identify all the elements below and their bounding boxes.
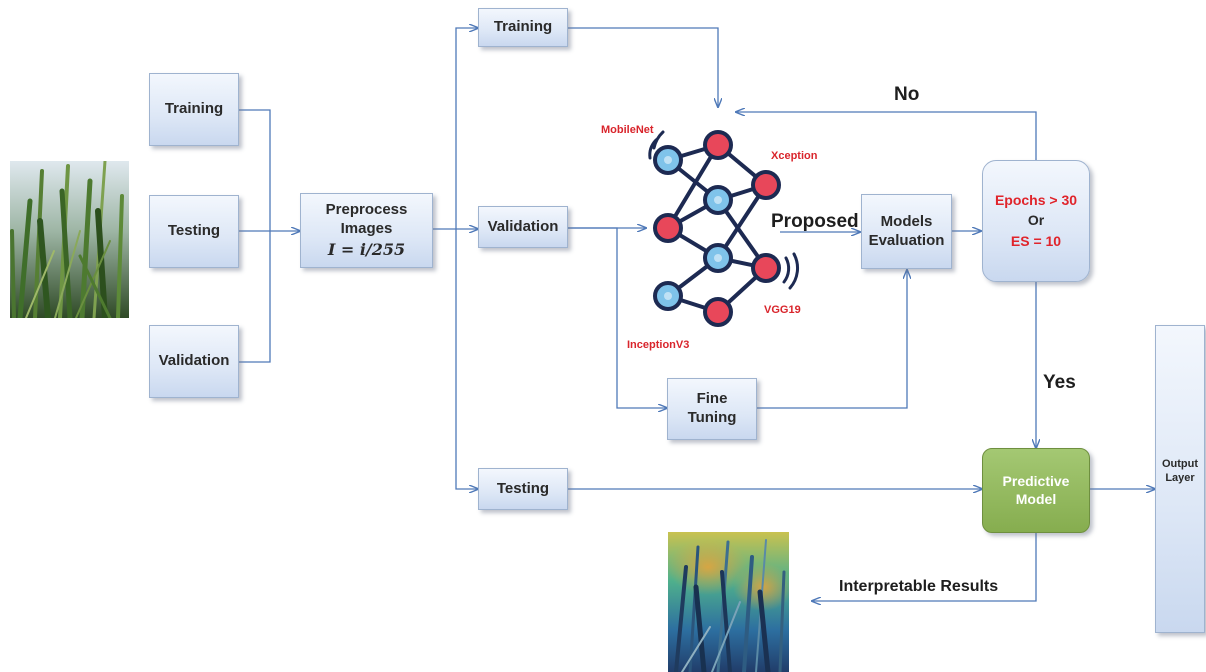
connector-trunk-to-testing <box>455 229 478 489</box>
normalization-formula: I = i/255 <box>327 240 406 260</box>
connector-finetuning-to-evaluation <box>757 270 907 409</box>
branch-validation-box: Validation <box>478 206 568 248</box>
network-node-input-2 <box>653 213 683 243</box>
vgg19-label: VGG19 <box>764 304 801 316</box>
output-layer-box: Output Layer <box>1155 325 1205 633</box>
models-evaluation-box: Models Evaluation <box>861 194 952 269</box>
split-validation-label: Validation <box>158 352 230 370</box>
preprocess-title-line1: Preprocess <box>325 200 408 218</box>
yes-label: Yes <box>1043 372 1076 393</box>
branch-validation-label: Validation <box>487 217 559 235</box>
models-evaluation-line2: Evaluation <box>868 231 945 249</box>
connector-no-loop <box>736 112 1037 160</box>
inceptionv3-label: InceptionV3 <box>627 339 690 351</box>
connector-trunk-to-training <box>455 28 478 229</box>
wheat-image-graphic <box>10 161 129 318</box>
connector-training-to-network <box>568 27 718 107</box>
connector-validation-to-preprocess <box>238 231 271 363</box>
fine-tuning-box: Fine Tuning <box>667 378 757 440</box>
early-stopping-condition: ES = 10 <box>1010 232 1062 249</box>
or-label: Or <box>1027 212 1045 229</box>
mobilenet-label: MobileNet <box>601 124 654 136</box>
heatmap-result-image <box>668 532 789 672</box>
signal-wave-right-icon <box>782 256 791 284</box>
preprocess-title-line2: Images <box>340 219 393 237</box>
split-testing-box: Testing <box>149 195 239 268</box>
models-evaluation-line1: Models <box>880 212 933 230</box>
network-node-hidden-4 <box>703 297 733 327</box>
connector-training-to-preprocess <box>238 109 271 231</box>
network-node-output-2 <box>751 253 781 283</box>
predictive-model-line1: Predictive <box>1002 473 1070 489</box>
predictive-model-box: Predictive Model <box>982 448 1090 533</box>
interpretable-results-label: Interpretable Results <box>839 578 999 595</box>
network-node-output-1 <box>751 170 781 200</box>
branch-training-label: Training <box>493 18 553 36</box>
branch-training-box: Training <box>478 8 568 47</box>
split-training-label: Training <box>164 100 224 118</box>
output-layer-line1: Output <box>1161 458 1199 470</box>
preprocess-box: Preprocess Images I = i/255 <box>300 193 433 268</box>
connector-predictive-to-results <box>812 533 1037 601</box>
input-wheat-image <box>10 161 129 318</box>
network-node-hidden-1 <box>703 130 733 160</box>
split-training-box: Training <box>149 73 239 146</box>
branch-testing-box: Testing <box>478 468 568 510</box>
split-testing-label: Testing <box>167 222 221 240</box>
predictive-model-line2: Model <box>1015 490 1057 507</box>
proposed-label: Proposed <box>771 211 859 232</box>
fine-tuning-line2: Tuning <box>687 409 737 426</box>
stopping-condition-box: Epochs > 30 Or ES = 10 <box>982 160 1090 282</box>
heatmap-image-graphic <box>668 532 789 672</box>
fine-tuning-line1: Fine <box>696 390 728 408</box>
connector-validation-to-finetuning <box>568 227 667 408</box>
split-validation-box: Validation <box>149 325 239 398</box>
output-layer-line2: Layer <box>1165 471 1195 484</box>
epochs-condition: Epochs > 30 <box>994 191 1078 208</box>
branch-testing-label: Testing <box>496 479 550 497</box>
no-label: No <box>894 84 920 105</box>
xception-label: Xception <box>771 150 818 162</box>
